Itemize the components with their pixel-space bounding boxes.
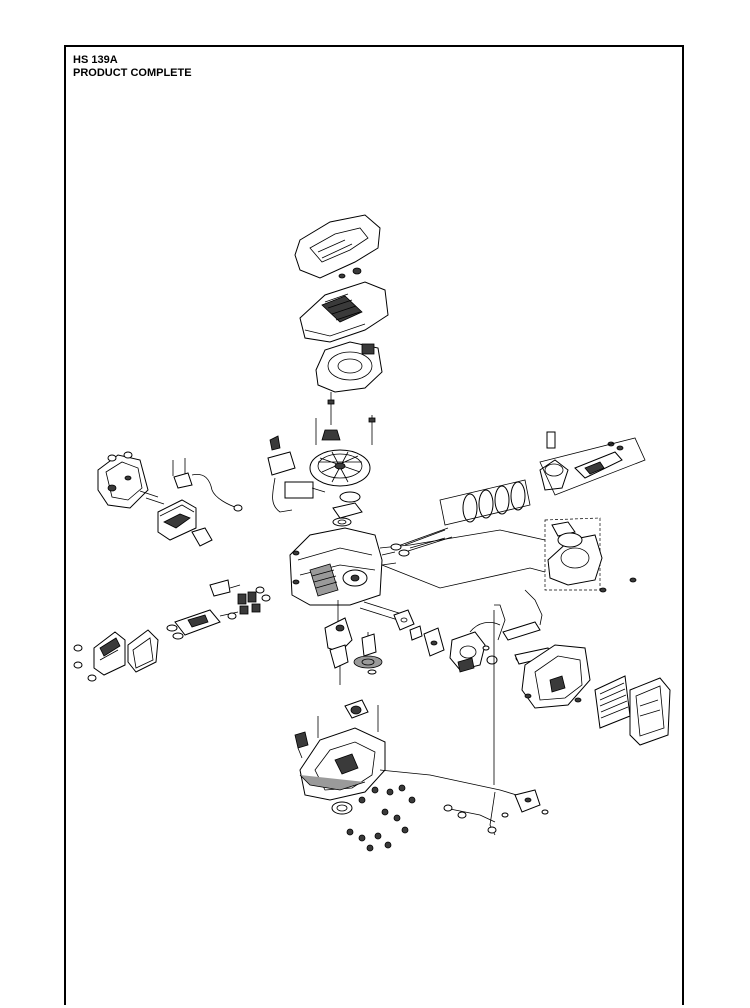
throttle-cable bbox=[494, 589, 553, 665]
piston bbox=[539, 431, 646, 496]
governor bbox=[317, 699, 379, 738]
cover-bolts bbox=[346, 784, 416, 852]
recoil-starter bbox=[315, 341, 383, 393]
flywheel-bolts bbox=[315, 392, 376, 445]
crankshaft bbox=[324, 600, 353, 685]
mounting-plate bbox=[332, 491, 363, 527]
oil-sensor bbox=[294, 731, 309, 759]
oil-seal bbox=[331, 801, 353, 815]
piston-rings bbox=[439, 479, 531, 526]
air-filter-cover bbox=[629, 677, 671, 746]
rocker-assembly bbox=[166, 609, 239, 640]
air-filter-housing bbox=[521, 644, 591, 709]
leader-lines bbox=[379, 529, 546, 589]
head-bolts bbox=[139, 490, 165, 505]
cover-bolt bbox=[338, 267, 362, 279]
carburetor bbox=[449, 621, 501, 673]
cylinder-head-assembly bbox=[544, 517, 637, 593]
ignition-coil bbox=[267, 435, 326, 513]
drawing-frame bbox=[64, 45, 684, 1005]
head-bolts-long bbox=[390, 527, 453, 557]
muffler bbox=[157, 499, 213, 547]
drawing-title: PRODUCT COMPLETE bbox=[73, 67, 192, 79]
valve-springs bbox=[209, 579, 271, 615]
top-cover bbox=[294, 214, 381, 279]
engine-block bbox=[289, 527, 397, 606]
push-rods bbox=[359, 601, 403, 621]
camshaft bbox=[353, 632, 383, 675]
title-block: HS 139A PRODUCT COMPLETE bbox=[73, 54, 192, 80]
spark-plug-cap bbox=[172, 458, 243, 512]
air-filter-element bbox=[594, 675, 631, 729]
fan-shroud bbox=[299, 281, 389, 343]
crankcase-cover bbox=[299, 727, 386, 801]
carb-insulator bbox=[393, 609, 445, 657]
flywheel bbox=[309, 449, 371, 487]
governor-linkage bbox=[379, 769, 549, 836]
valve-cover bbox=[73, 629, 159, 682]
model-number: HS 139A bbox=[73, 54, 118, 66]
head-cover bbox=[97, 451, 149, 509]
